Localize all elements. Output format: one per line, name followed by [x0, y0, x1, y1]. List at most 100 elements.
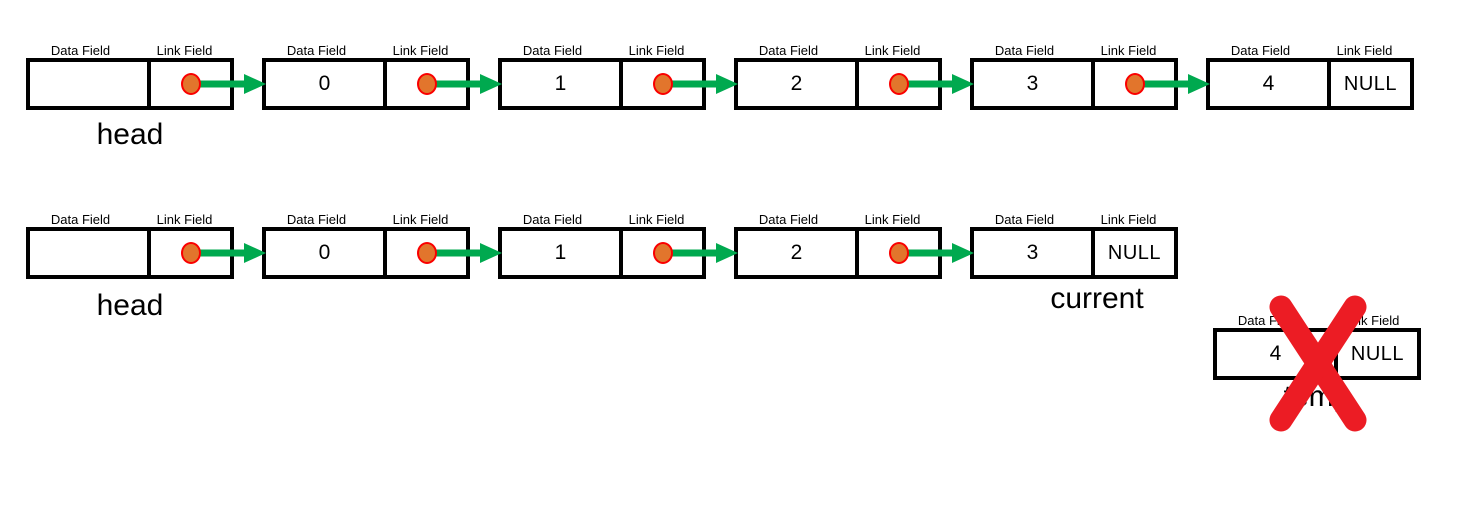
- data-field-label: Data Field: [1230, 42, 1291, 58]
- data-field-label: Data Field: [522, 211, 583, 227]
- head-label: head: [96, 289, 164, 322]
- link-field-label: Link Field: [628, 211, 685, 227]
- link-cell: [151, 62, 230, 106]
- data-cell: [30, 62, 151, 106]
- data-field-label: Data Field: [286, 211, 347, 227]
- next-arrow-icon: [191, 243, 266, 263]
- node-box: 0: [262, 58, 470, 110]
- field-labels: Data Field Link Field: [18, 205, 226, 227]
- field-labels: Data Field Link Field: [726, 36, 934, 58]
- pointer-dot-icon: [652, 242, 673, 264]
- field-labels: Data Field Link Field: [490, 205, 698, 227]
- link-cell: [859, 231, 938, 275]
- data-value: 4: [1269, 342, 1282, 365]
- head-label: head: [96, 118, 164, 151]
- data-field-label: Data Field: [994, 42, 1055, 58]
- link-field-label: Link Field: [1100, 42, 1157, 58]
- field-labels: Data Field Link Field: [254, 36, 462, 58]
- null-value: NULL: [1343, 72, 1398, 95]
- data-cell: 1: [502, 231, 623, 275]
- data-value: 2: [790, 241, 803, 264]
- data-cell: 2: [738, 231, 859, 275]
- link-cell: [623, 62, 702, 106]
- node-box: [26, 58, 234, 110]
- link-field-label: Link Field: [864, 211, 921, 227]
- link-field-label: Link Field: [392, 42, 449, 58]
- current-label: current: [1050, 282, 1144, 315]
- data-field-label: Data Field: [994, 211, 1055, 227]
- next-arrow-icon: [899, 243, 974, 263]
- link-field-label: Link Field: [1336, 42, 1393, 58]
- pointer-dot-icon: [180, 242, 201, 264]
- delete-cross-icon: [1269, 295, 1367, 432]
- link-cell: NULL: [1338, 332, 1417, 376]
- data-field-label: Data Field: [286, 42, 347, 58]
- before-node-4: Data Field Link Field 4 NULL: [1206, 36, 1414, 110]
- link-field-label: Link Field: [156, 211, 213, 227]
- next-arrow-icon: [427, 74, 502, 94]
- node-box: 1: [498, 227, 706, 279]
- next-arrow-icon: [427, 243, 502, 263]
- data-value: 1: [554, 241, 567, 264]
- data-cell: 4: [1210, 62, 1331, 106]
- data-cell: 1: [502, 62, 623, 106]
- link-field-label: Link Field: [628, 42, 685, 58]
- link-cell: [1095, 62, 1174, 106]
- node-box: 3 NULL: [970, 227, 1178, 279]
- link-cell: [623, 231, 702, 275]
- pointer-dot-icon: [652, 73, 673, 95]
- data-field-label: Data Field: [758, 211, 819, 227]
- link-cell: NULL: [1331, 62, 1410, 106]
- field-labels: Data Field Link Field: [254, 205, 462, 227]
- pointer-dot-icon: [888, 73, 909, 95]
- data-value: 3: [1026, 72, 1039, 95]
- next-arrow-icon: [191, 74, 266, 94]
- after-node-2: Data Field Link Field 2: [734, 205, 942, 279]
- before-node-0: Data Field Link Field 0: [262, 36, 470, 110]
- data-field-label: Data Field: [50, 42, 111, 58]
- data-field-label: Data Field: [758, 42, 819, 58]
- pointer-dot-icon: [416, 73, 437, 95]
- after-node-1: Data Field Link Field 1: [498, 205, 706, 279]
- before-head-node: Data Field Link Field: [26, 36, 234, 110]
- data-cell: 0: [266, 62, 387, 106]
- link-field-label: Link Field: [864, 42, 921, 58]
- data-cell: 3: [974, 231, 1095, 275]
- link-field-label: Link Field: [156, 42, 213, 58]
- link-field-label: Link Field: [392, 211, 449, 227]
- link-cell: [387, 62, 466, 106]
- data-cell: 0: [266, 231, 387, 275]
- before-node-3: Data Field Link Field 3: [970, 36, 1178, 110]
- link-cell: [387, 231, 466, 275]
- field-labels: Data Field Link Field: [726, 205, 934, 227]
- data-value: 0: [318, 241, 331, 264]
- node-box: 3: [970, 58, 1178, 110]
- node-box: 2: [734, 227, 942, 279]
- data-value: 3: [1026, 241, 1039, 264]
- next-arrow-icon: [663, 243, 738, 263]
- pointer-dot-icon: [1124, 73, 1145, 95]
- field-labels: Data Field Link Field: [490, 36, 698, 58]
- data-cell: [30, 231, 151, 275]
- next-arrow-icon: [663, 74, 738, 94]
- data-cell: 3: [974, 62, 1095, 106]
- after-node-0: Data Field Link Field 0: [262, 205, 470, 279]
- data-field-label: Data Field: [522, 42, 583, 58]
- data-value: 0: [318, 72, 331, 95]
- next-arrow-icon: [899, 74, 974, 94]
- node-box: 2: [734, 58, 942, 110]
- node-box: 0: [262, 227, 470, 279]
- link-field-label: Link Field: [1100, 211, 1157, 227]
- next-arrow-icon: [1135, 74, 1210, 94]
- before-node-2: Data Field Link Field 2: [734, 36, 942, 110]
- field-labels: Data Field Link Field: [18, 36, 226, 58]
- data-value: 4: [1262, 72, 1275, 95]
- data-value: 1: [554, 72, 567, 95]
- null-value: NULL: [1350, 342, 1405, 365]
- node-box: 1: [498, 58, 706, 110]
- data-field-label: Data Field: [50, 211, 111, 227]
- link-cell: NULL: [1095, 231, 1174, 275]
- field-labels: Data Field Link Field: [962, 205, 1170, 227]
- after-node-3-current: Data Field Link Field 3 NULL: [970, 205, 1178, 279]
- pointer-dot-icon: [180, 73, 201, 95]
